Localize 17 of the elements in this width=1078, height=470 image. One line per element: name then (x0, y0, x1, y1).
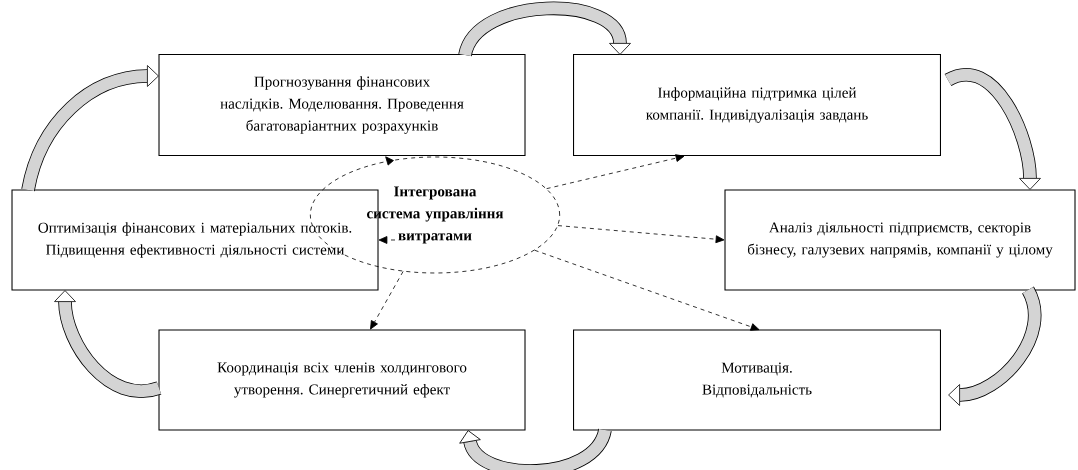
dashed-arrow (534, 249, 760, 331)
block-arrow (21, 65, 159, 192)
block-arrow (459, 427, 612, 470)
text-box: Прогнозування фінансових наслідків. Моделювання. Проведення багатоваріантних розрахунків (158, 53, 526, 157)
block-arrow (948, 287, 1042, 406)
block-arrow (945, 68, 1041, 190)
block-arrow (54, 290, 161, 398)
text-box: Координація всіх членів холдингового утворення. Синергетичний ефект (158, 329, 526, 431)
dashed-arrow (370, 271, 404, 330)
text-box: Мотивація. Відповідальність (573, 329, 941, 431)
dashed-arrow (385, 156, 394, 166)
dashed-arrow (378, 236, 396, 244)
dashed-arrow (557, 225, 725, 244)
dashed-arrow (546, 154, 685, 190)
block-arrow (458, 1, 631, 58)
text-box: Аналіз діяльності підприємств, секторів бізнесу, галузевих напрямів, компанії у цілому (724, 189, 1076, 291)
text-box: Інформаційна підтримка цілей компанії. Індивідуалізація завдань (573, 53, 941, 157)
